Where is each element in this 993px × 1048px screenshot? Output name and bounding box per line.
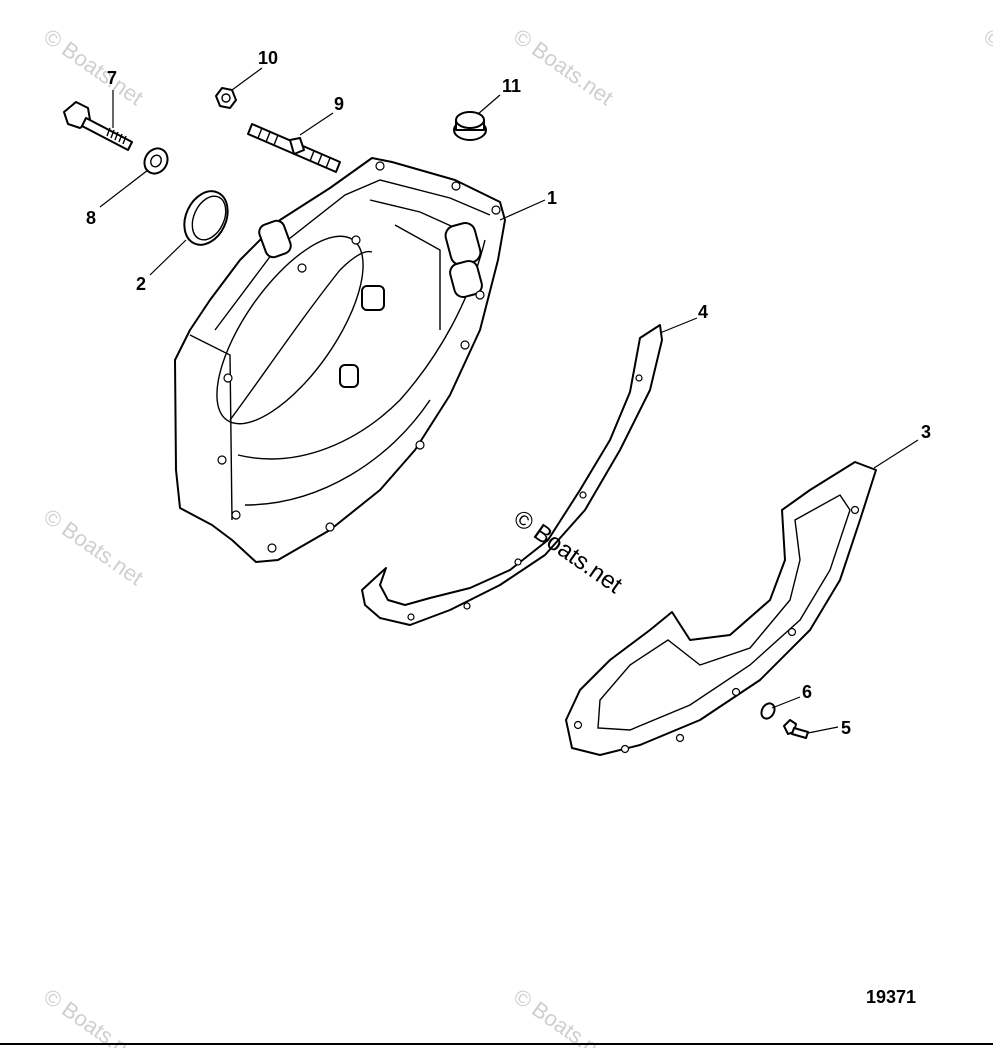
callout-2: 2 bbox=[136, 274, 146, 294]
callout-11: 11 bbox=[502, 76, 521, 96]
callout-1: 1 bbox=[547, 188, 557, 208]
watermark-bottom-center: © Boats.net bbox=[509, 984, 618, 1048]
callout-10: 10 bbox=[258, 48, 278, 68]
figure-number: 19371 bbox=[866, 987, 916, 1007]
leader-lines bbox=[99, 67, 919, 734]
bolt-part bbox=[63, 101, 133, 151]
watermark-right-edge: © Boats.net bbox=[979, 24, 993, 111]
callout-8: 8 bbox=[86, 208, 96, 228]
flywheel-housing-part bbox=[174, 157, 506, 563]
gasket-part bbox=[361, 324, 663, 626]
callout-3: 3 bbox=[921, 422, 931, 442]
small-washer-part bbox=[760, 702, 776, 720]
callout-5: 5 bbox=[841, 718, 851, 738]
callout-9: 9 bbox=[334, 94, 344, 114]
callout-4: 4 bbox=[698, 302, 708, 322]
watermark-top-left: © Boats.net bbox=[39, 24, 148, 111]
callout-7: 7 bbox=[107, 68, 117, 88]
washer-part bbox=[143, 147, 169, 175]
stud-part bbox=[247, 123, 341, 173]
plug-part bbox=[453, 111, 487, 141]
bottom-border bbox=[0, 1043, 993, 1045]
callout-labels: 7 8 2 10 9 11 1 4 3 6 5 bbox=[86, 48, 931, 738]
inspection-plate-part bbox=[565, 461, 877, 756]
watermark-bottom-left: © Boats.net bbox=[39, 984, 148, 1048]
watermark-top-center: © Boats.net bbox=[509, 24, 618, 111]
callout-6: 6 bbox=[802, 682, 812, 702]
screw-part bbox=[783, 719, 809, 739]
watermark-mid-left: © Boats.net bbox=[39, 504, 148, 591]
seal-ring-part bbox=[183, 190, 229, 246]
nut-part bbox=[215, 87, 237, 109]
